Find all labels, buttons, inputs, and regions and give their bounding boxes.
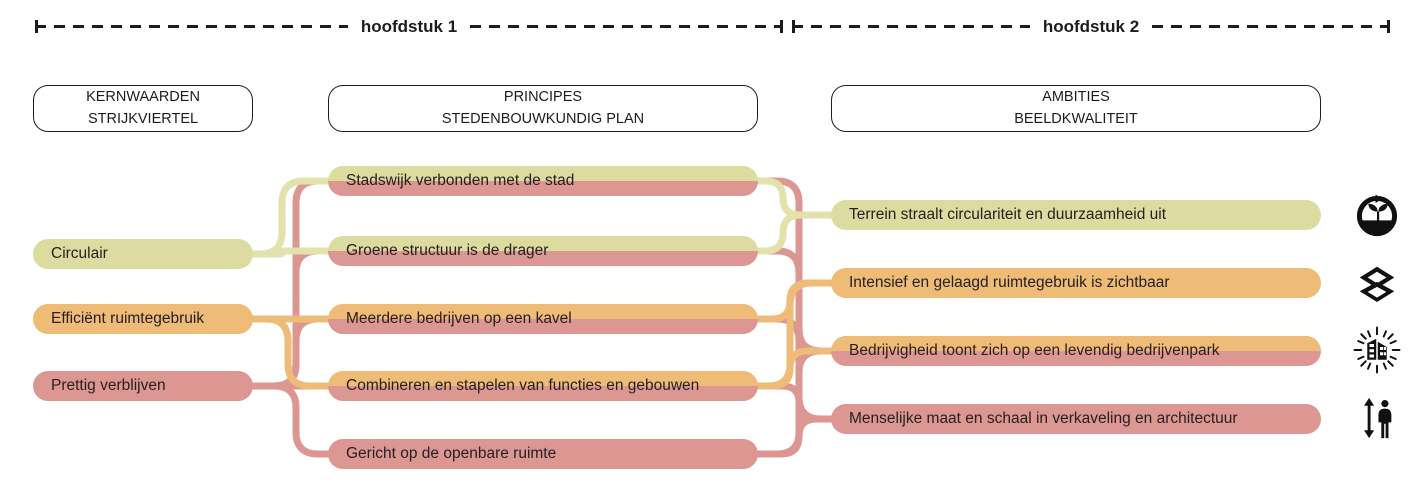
pill-label: Meerdere bedrijven op een kavel: [346, 310, 572, 327]
pill-fill-bottom: [831, 351, 1321, 366]
pill-fill-top: [831, 200, 1321, 215]
pill-label: Terrein straalt circulariteit en duurzaa…: [849, 206, 1167, 223]
circular-sprout-icon: [1351, 190, 1403, 242]
chapter-band-2: hoofdstuk 2: [792, 14, 1390, 38]
connector-ribbon: [754, 177, 835, 219]
connector-ribbon: [249, 177, 332, 258]
pill-label: Stadswijk verbonden met de stad: [346, 172, 575, 189]
pill-label: Gericht op de openbare ruimte: [346, 445, 557, 462]
connector-ribbon: [249, 315, 332, 390]
pill-fill-top: [328, 371, 758, 386]
pill-fill-bottom: [328, 454, 758, 469]
connector-ribbon: [249, 247, 332, 390]
pill-label: Prettig verblijven: [51, 377, 166, 394]
pill-fill-bottom: [328, 386, 758, 401]
pill-fill-bottom: [328, 251, 758, 266]
column-header-ambities: AMBITIES BEELDKWALITEIT: [831, 85, 1321, 132]
connector-ribbon: [754, 279, 835, 323]
pill-fill-top: [831, 336, 1321, 351]
pill-fill-top: [33, 304, 253, 319]
human-scale-icon: [1351, 392, 1403, 444]
pill-fill-bottom: [831, 215, 1321, 230]
column-header-line2: STEDENBOUWKUNDIG PLAN: [441, 110, 645, 127]
pill-fill-top: [328, 236, 758, 251]
connector-ribbon: [754, 247, 835, 355]
column-header-line2: BEELDKWALITEIT: [1014, 110, 1138, 127]
kernwaarde-pill-0[interactable]: Circulair: [33, 239, 253, 269]
ambitie-pill-3[interactable]: Menselijke maat en schaal in verkaveling…: [831, 404, 1321, 434]
chapter-1-label: hoofdstuk 1: [360, 16, 458, 36]
pill-fill-bottom: [328, 181, 758, 196]
principe-pill-0[interactable]: Stadswijk verbonden met de stad: [328, 166, 758, 196]
connector-ribbon: [249, 382, 332, 458]
pill-fill-top: [328, 166, 758, 181]
pill-fill-top: [831, 268, 1321, 283]
pill-fill-bottom: [831, 283, 1321, 298]
pill-fill-bottom: [831, 419, 1321, 434]
pill-label: Menselijke maat en schaal in verkaveling…: [849, 410, 1238, 427]
pill-fill-bottom: [33, 386, 253, 401]
pill-fill-top: [33, 239, 253, 254]
connector-ribbon: [249, 315, 332, 390]
connector-ribbon: [249, 247, 332, 258]
radiating-buildings-icon: [1351, 324, 1403, 376]
pill-label: Intensief en gelaagd ruimtegebruik is zi…: [849, 274, 1170, 291]
chapter-2-label: hoofdstuk 2: [1042, 16, 1140, 36]
kernwaarde-pill-1[interactable]: Efficiënt ruimtegebruik: [33, 304, 253, 334]
pill-fill-bottom: [328, 319, 758, 334]
column-header-line1: PRINCIPES: [503, 89, 583, 106]
pill-fill-top: [328, 304, 758, 319]
pill-label: Circulair: [51, 245, 108, 262]
ambitie-pill-1[interactable]: Intensief en gelaagd ruimtegebruik is zi…: [831, 268, 1321, 298]
connector-ribbon: [754, 415, 835, 458]
kernwaarde-pill-2[interactable]: Prettig verblijven: [33, 371, 253, 401]
principe-pill-2[interactable]: Meerdere bedrijven op een kavel: [328, 304, 758, 334]
connector-ribbon: [249, 177, 332, 390]
ambitie-pill-0[interactable]: Terrein straalt circulariteit en duurzaa…: [831, 200, 1321, 230]
connector-ribbon: [754, 347, 835, 390]
pill-fill-bottom: [33, 254, 253, 269]
connector-ribbon: [754, 279, 835, 390]
chapter-rule-right: [470, 19, 783, 33]
column-header-principes: PRINCIPES STEDENBOUWKUNDIG PLAN: [328, 85, 758, 132]
chapter-rule-left-2: [792, 19, 1030, 33]
principe-pill-3[interactable]: Combineren en stapelen van functies en g…: [328, 371, 758, 401]
pill-label: Bedrijvigheid toont zich op een levendig…: [849, 342, 1220, 359]
principe-pill-1[interactable]: Groene structuur is de drager: [328, 236, 758, 266]
column-header-line2: STRIJKVIERTEL: [87, 110, 199, 127]
stacked-layers-icon: [1351, 258, 1403, 310]
principe-pill-4[interactable]: Gericht op de openbare ruimte: [328, 439, 758, 469]
column-header-line1: AMBITIES: [1042, 89, 1110, 106]
pill-label: Efficiënt ruimtegebruik: [51, 310, 205, 327]
chapter-band-1: hoofdstuk 1: [35, 14, 783, 38]
pill-fill-bottom: [33, 319, 253, 334]
pill-fill-top: [328, 439, 758, 454]
ambitie-pill-2[interactable]: Bedrijvigheid toont zich op een levendig…: [831, 336, 1321, 366]
connector-ribbon: [754, 347, 835, 458]
pill-label: Combineren en stapelen van functies en g…: [346, 377, 700, 394]
column-header-kernwaarden: KERNWAARDEN STRIJKVIERTEL: [33, 85, 253, 132]
chapter-rule-right-2: [1152, 19, 1390, 33]
pill-label: Groene structuur is de drager: [346, 242, 549, 259]
column-header-line1: KERNWAARDEN: [86, 89, 200, 106]
pill-fill-top: [33, 371, 253, 386]
connector-ribbon: [754, 382, 835, 423]
connector-ribbon: [754, 211, 835, 255]
connector-ribbon: [754, 177, 835, 355]
connector-ribbon: [754, 315, 835, 423]
pill-fill-top: [831, 404, 1321, 419]
chapter-rule-left: [35, 19, 348, 33]
